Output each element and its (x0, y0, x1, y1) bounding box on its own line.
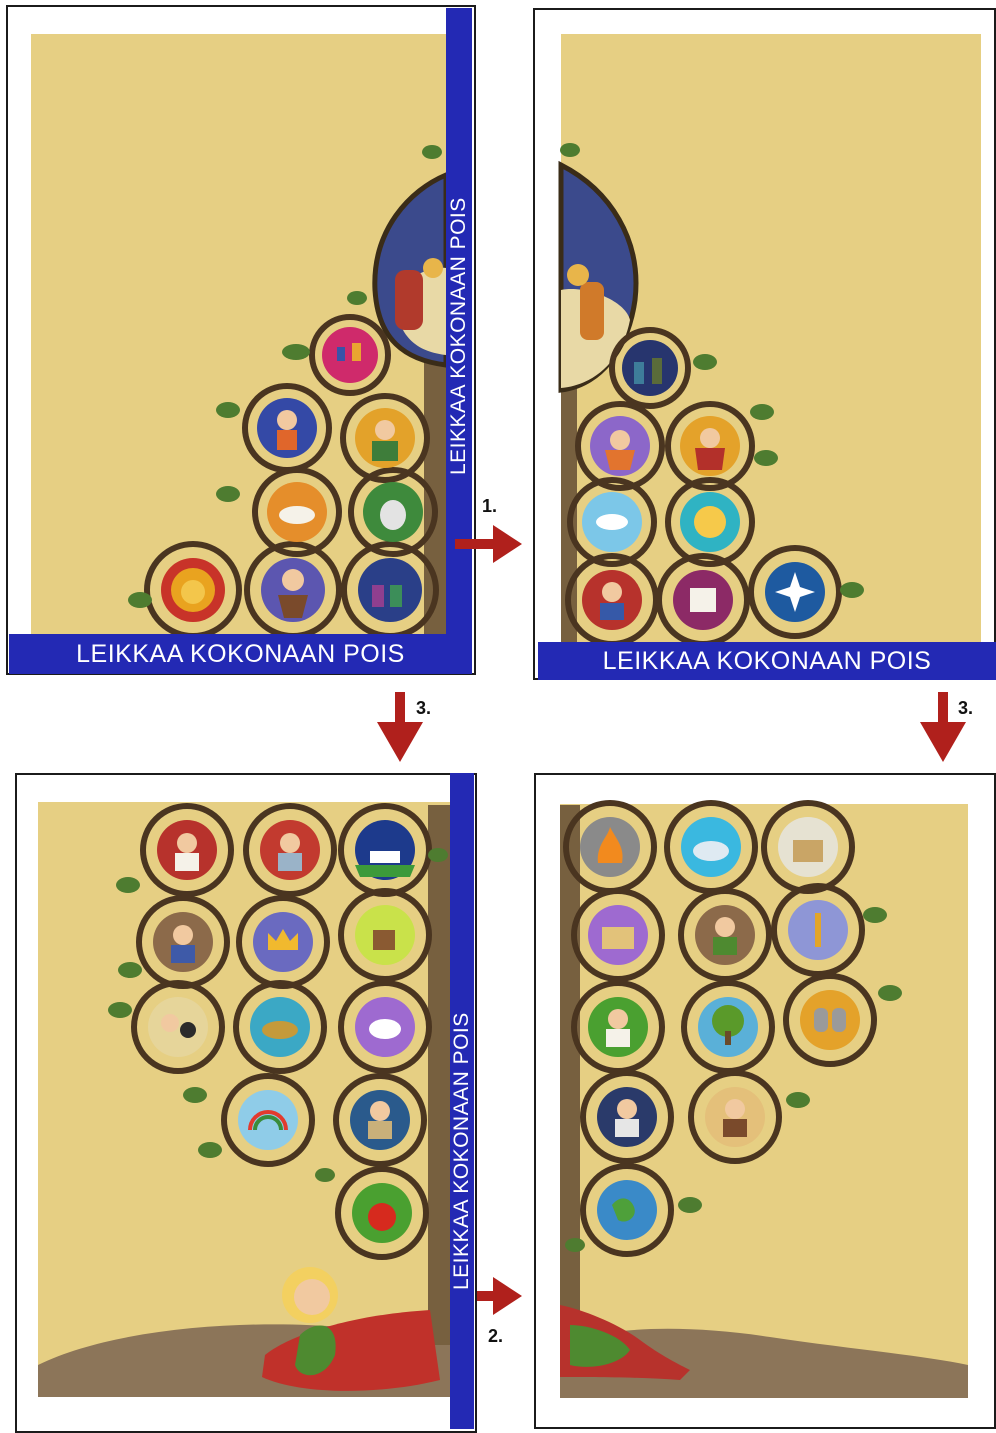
tree-trunk (428, 805, 450, 1345)
panel-bottom-left: LEIKKAA KOKONAAN POIS (0, 765, 480, 1433)
vine-loops (563, 800, 877, 1257)
cut-strip-vertical: LEIKKAA KOKONAAN POIS (446, 8, 472, 673)
jesse-sleeping (262, 1267, 440, 1391)
joseph-figure (580, 282, 604, 340)
tree-illustration (38, 803, 450, 1397)
vine-loops (565, 327, 842, 647)
ground (560, 1328, 968, 1398)
vine-loops (131, 803, 432, 1260)
tablets-icon (800, 990, 860, 1050)
step-number-3-right: 3. (958, 698, 974, 718)
step-number-2: 2. (488, 1326, 504, 1346)
panel-bottom-right (530, 765, 996, 1429)
cut-strip-vertical-label: LEIKKAA KOKONAAN POIS (447, 197, 470, 475)
cut-strip-horizontal: LEIKKAA KOKONAAN POIS (538, 642, 996, 680)
vine-loops (144, 314, 439, 639)
panel-top-right: LEIKKAA KOKONAAN POIS (530, 0, 996, 685)
vine-leaves (565, 907, 902, 1252)
tree-trunk (560, 805, 580, 1345)
step-number-1: 1. (482, 496, 498, 516)
cut-strip-horizontal: LEIKKAA KOKONAAN POIS (9, 634, 472, 674)
gifts-icon (322, 327, 378, 383)
vine-leaves (560, 143, 864, 598)
vine-leaves (128, 145, 442, 608)
cut-strip-vertical: LEIKKAA KOKONAAN POIS (450, 773, 474, 1429)
tree-illustration (558, 143, 864, 647)
vine-leaves (108, 848, 448, 1182)
tree-illustration (560, 800, 968, 1398)
panel-top-left: LEIKKAA KOKONAAN POIS LEIKKAA KOKONAAN P… (0, 0, 480, 680)
cut-strip-vertical-label: LEIKKAA KOKONAAN POIS (450, 1012, 473, 1290)
shepherds-icon (622, 340, 678, 396)
rainbow-icon (238, 1090, 298, 1150)
tree-illustration (128, 145, 449, 640)
mary-figure (395, 270, 423, 330)
step-number-3-left: 3. (416, 698, 432, 718)
tree-trunk (424, 300, 446, 640)
